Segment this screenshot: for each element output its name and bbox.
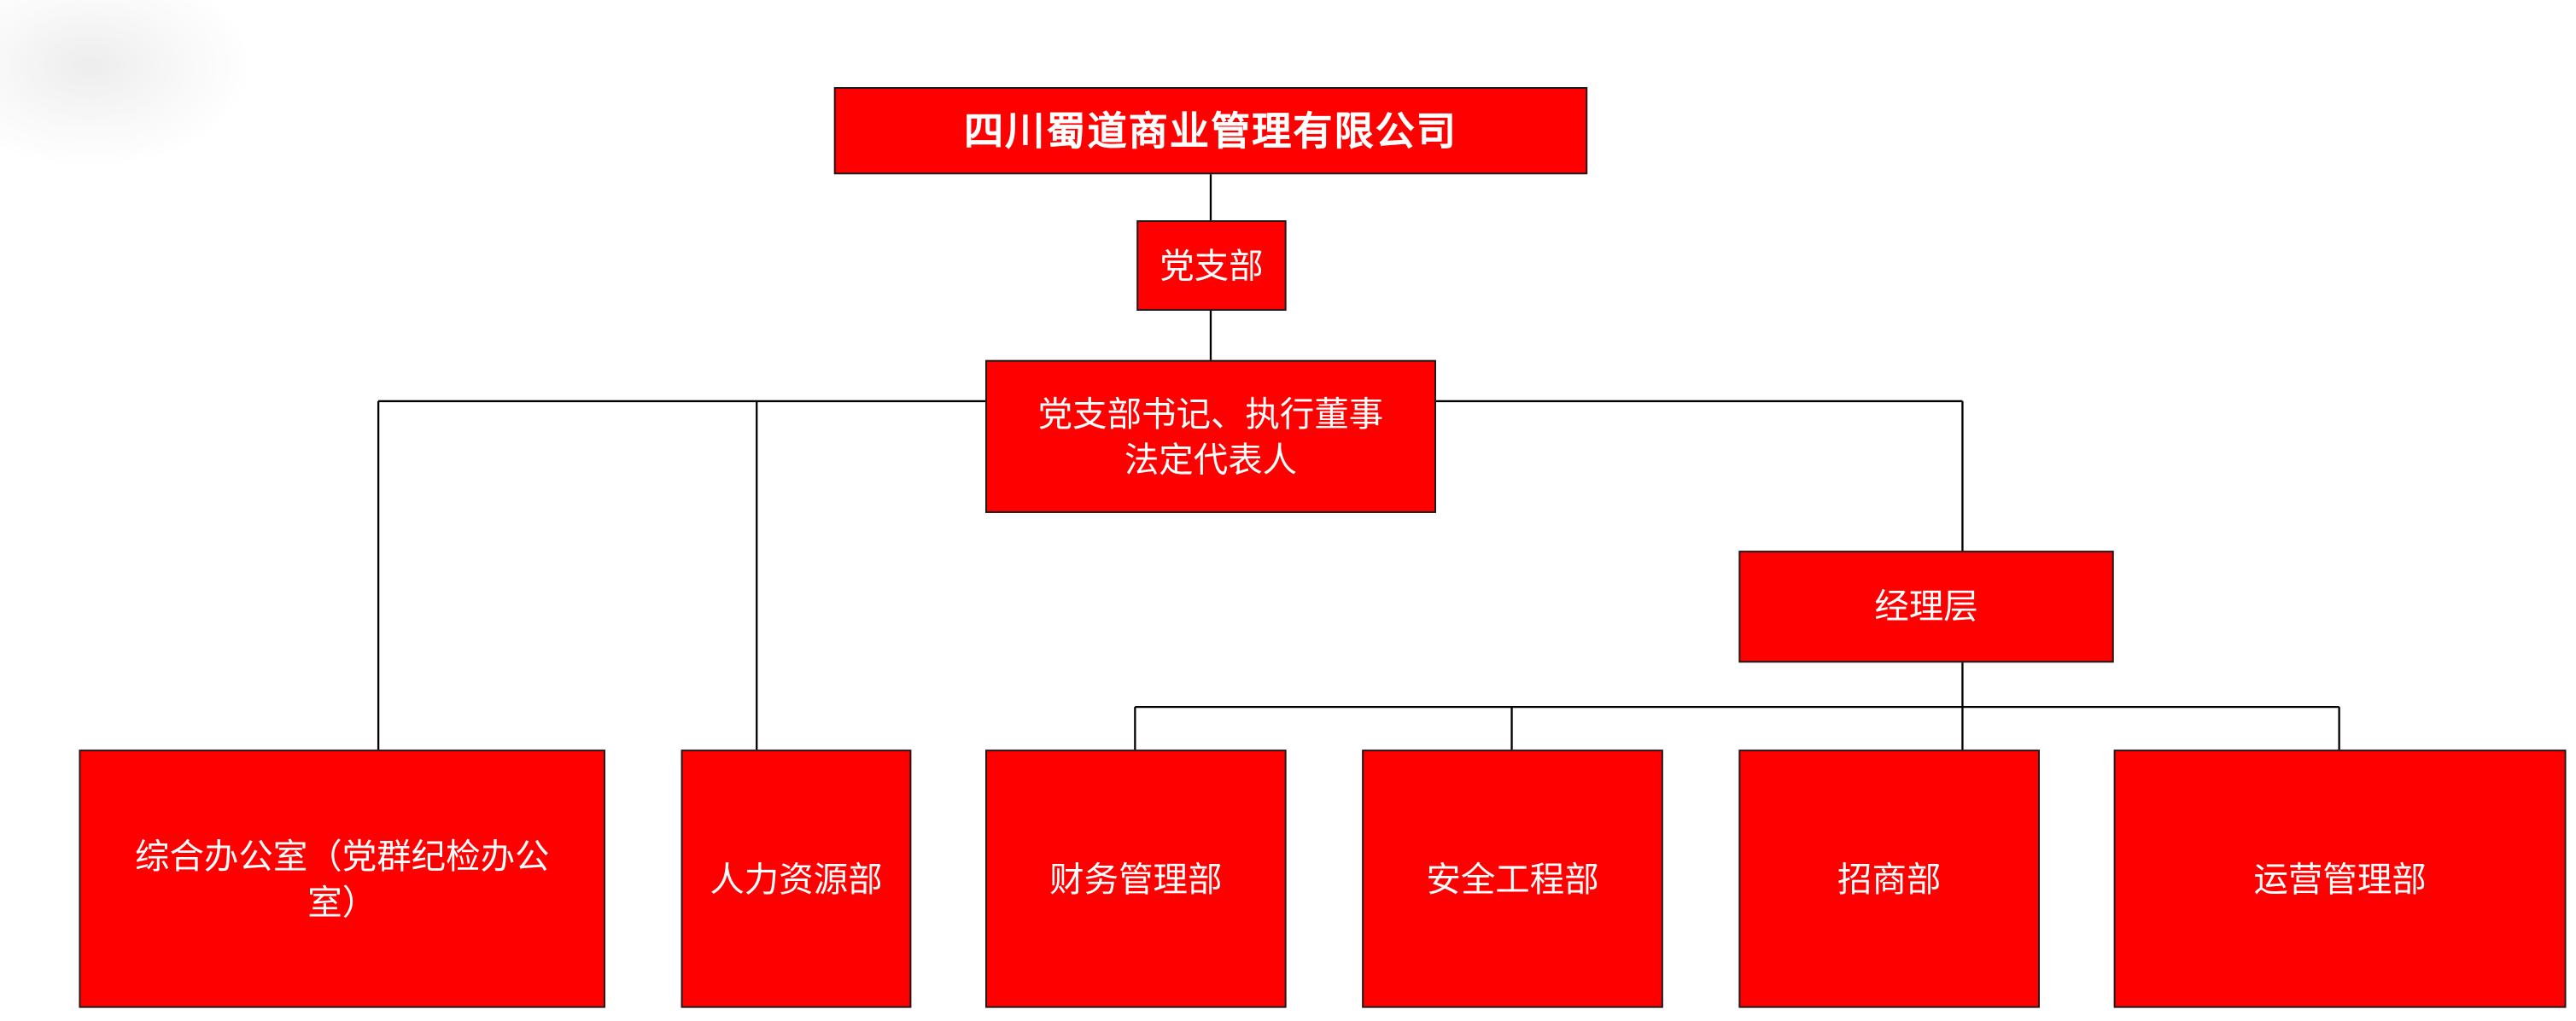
company-label: 四川蜀道商业管理有限公司 <box>963 106 1457 155</box>
management-label: 经理层 <box>1874 586 1978 627</box>
department-box-finance: 财务管理部 <box>985 750 1287 1008</box>
department-label: 财务管理部 <box>1049 859 1223 899</box>
department-box-hr: 人力资源部 <box>681 750 912 1008</box>
company-box: 四川蜀道商业管理有限公司 <box>833 87 1588 175</box>
department-label: 安全工程部 <box>1426 859 1599 899</box>
executive-box: 党支部书记、执行董事 法定代表人 <box>985 359 1436 513</box>
department-label: 运营管理部 <box>2253 859 2427 899</box>
department-box-investment: 招商部 <box>1738 750 2040 1008</box>
party-branch-box: 党支部 <box>1136 220 1287 311</box>
department-box-general-office: 综合办公室（党群纪检办公室） <box>79 750 605 1008</box>
executive-label-line1: 党支部书记、执行董事 <box>1037 394 1384 434</box>
department-label: 人力资源部 <box>710 859 883 899</box>
department-box-safety: 安全工程部 <box>1362 750 1663 1008</box>
department-label: 招商部 <box>1837 859 1942 899</box>
management-box: 经理层 <box>1738 551 2114 663</box>
department-box-operations: 运营管理部 <box>2113 750 2567 1008</box>
executive-label-line2: 法定代表人 <box>1124 440 1298 480</box>
department-label: 综合办公室（党群纪检办公室） <box>134 836 550 922</box>
party-branch-label: 党支部 <box>1159 245 1264 286</box>
